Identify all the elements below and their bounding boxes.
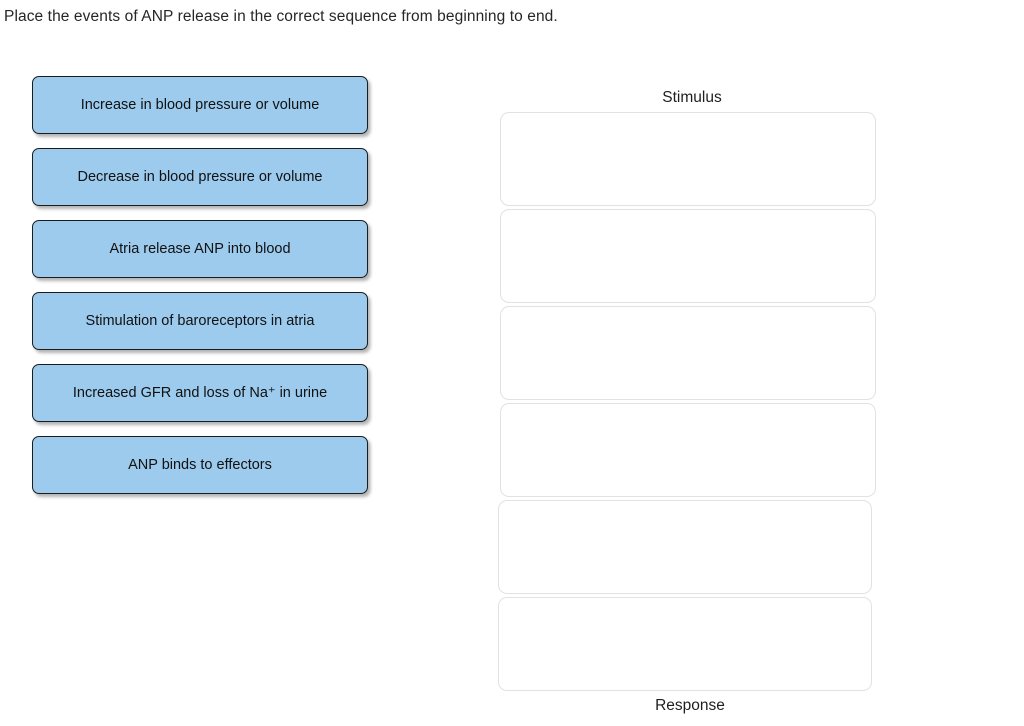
drag-card-label: Increased GFR and loss of Na⁺ in urine (72, 385, 328, 401)
response-label: Response (655, 697, 725, 714)
drag-card-atria-release-anp[interactable]: Atria release ANP into blood (32, 220, 368, 278)
question-prompt: Place the events of ANP release in the c… (4, 8, 558, 25)
drag-card-bank: Increase in blood pressure or volume Dec… (32, 76, 368, 508)
drop-zone-list (497, 112, 877, 691)
sequence-column: Stimulus Response (497, 88, 877, 716)
drop-zone-5[interactable] (498, 500, 872, 594)
stimulus-label: Stimulus (662, 89, 722, 106)
drag-card-label: Decrease in blood pressure or volume (77, 169, 323, 185)
drop-zone-2[interactable] (500, 209, 876, 303)
drag-card-decrease-bp-volume[interactable]: Decrease in blood pressure or volume (32, 148, 368, 206)
drop-zone-6[interactable] (498, 597, 872, 691)
drag-card-increase-bp-volume[interactable]: Increase in blood pressure or volume (32, 76, 368, 134)
drop-zone-4[interactable] (500, 403, 876, 497)
drag-card-increased-gfr-na-loss[interactable]: Increased GFR and loss of Na⁺ in urine (32, 364, 368, 422)
drag-card-label: Increase in blood pressure or volume (80, 97, 320, 113)
drag-card-label: Atria release ANP into blood (109, 241, 291, 257)
drop-zone-3[interactable] (500, 306, 876, 400)
drop-zone-1[interactable] (500, 112, 876, 206)
drag-card-label: ANP binds to effectors (128, 457, 272, 473)
drag-card-label: Stimulation of baroreceptors in atria (85, 313, 315, 329)
drag-card-anp-binds-effectors[interactable]: ANP binds to effectors (32, 436, 368, 494)
drag-card-stimulation-baroreceptors[interactable]: Stimulation of baroreceptors in atria (32, 292, 368, 350)
